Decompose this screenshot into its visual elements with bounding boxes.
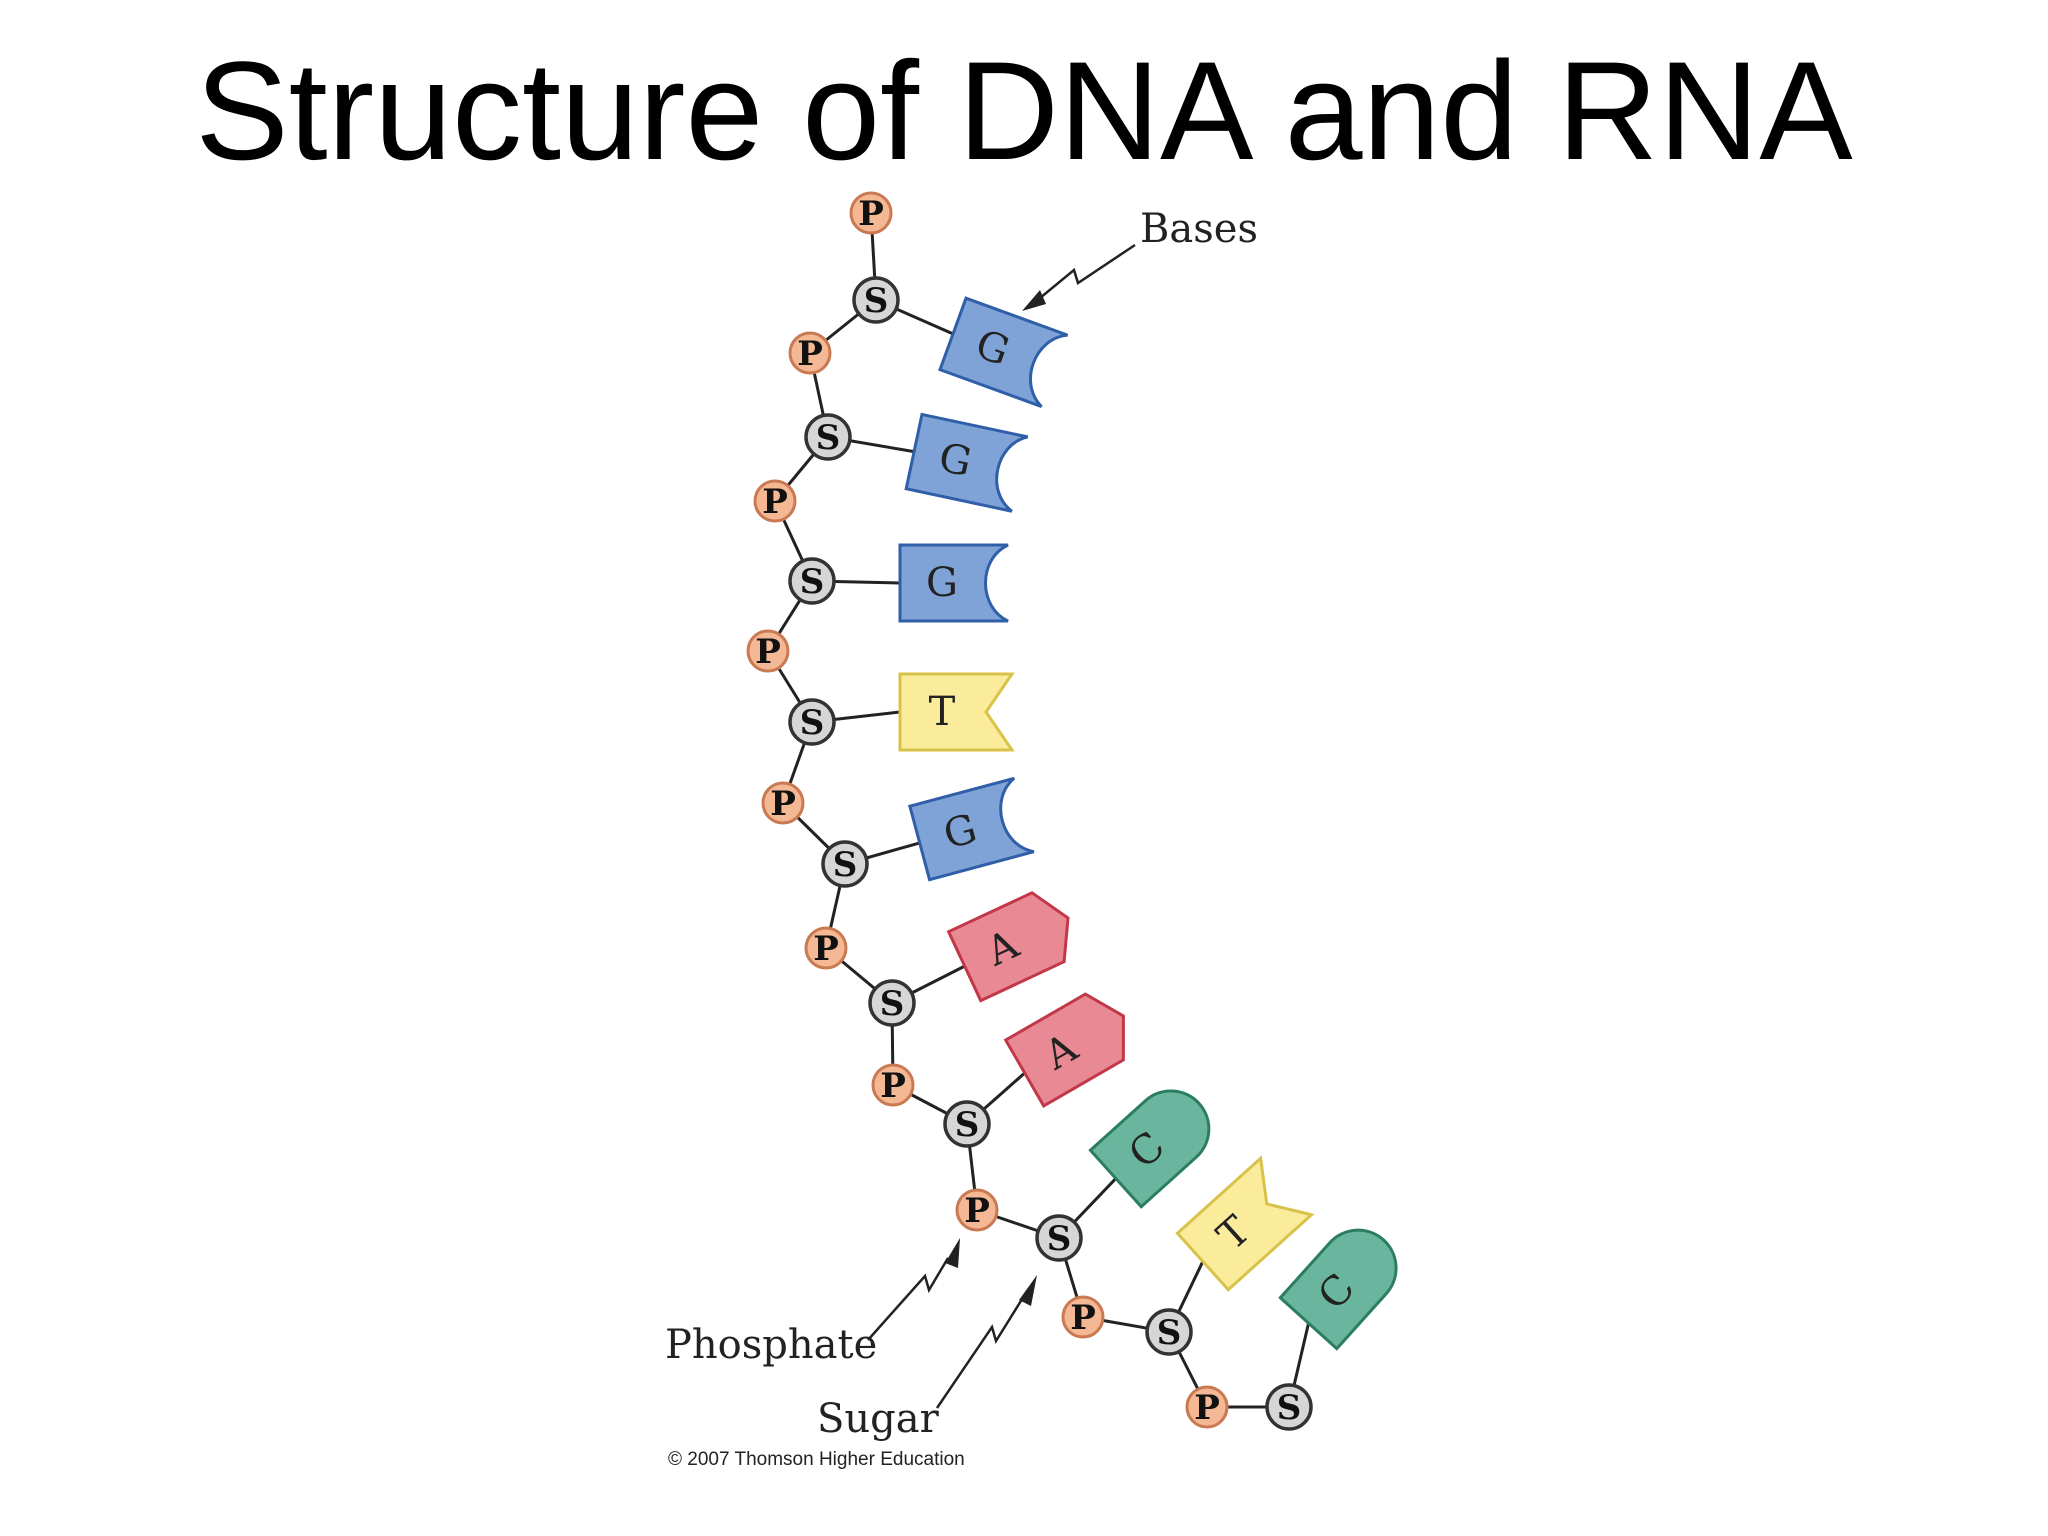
phosphate-node: P — [788, 331, 832, 375]
sugar-node: S — [1265, 1383, 1313, 1431]
phosphate-node: P — [1061, 1295, 1105, 1339]
node-letter: S — [833, 845, 858, 885]
node-letter: P — [964, 1191, 990, 1231]
node-circle — [788, 698, 836, 746]
node-circle — [852, 276, 900, 324]
node-letter: P — [1194, 1388, 1220, 1428]
sugar-node: S — [788, 557, 836, 605]
node-letter: P — [1070, 1298, 1096, 1338]
node-circle — [1035, 1214, 1083, 1262]
node-letter: P — [797, 334, 823, 374]
sugar-node: S — [868, 979, 916, 1027]
sugar-node: S — [821, 840, 869, 888]
node-circle — [868, 979, 916, 1027]
base-g: G — [904, 412, 1029, 513]
phosphate-node: P — [955, 1188, 999, 1232]
base-shape — [898, 543, 1009, 623]
node-circle — [1145, 1308, 1193, 1356]
sugar-node: S — [943, 1100, 991, 1148]
node-letter: P — [770, 784, 796, 824]
node-letter: P — [762, 482, 788, 522]
base-shape — [898, 672, 1015, 752]
node-letter: S — [864, 281, 889, 321]
base-letter: G — [926, 560, 958, 606]
node-letter: P — [858, 194, 884, 234]
sugar-node: S — [1145, 1308, 1193, 1356]
page-title: Structure of DNA and RNA — [195, 32, 1853, 189]
node-circle — [761, 781, 805, 825]
node-letter: S — [800, 703, 825, 743]
phosphate-node: P — [849, 191, 893, 235]
sugar-node: S — [788, 698, 836, 746]
base-shape — [1278, 1228, 1398, 1351]
base-a: A — [946, 891, 1070, 1003]
node-circle — [943, 1100, 991, 1148]
node-circle — [1061, 1295, 1105, 1339]
node-letter: S — [1157, 1313, 1182, 1353]
base-shape — [1175, 1155, 1315, 1292]
node-circle — [804, 413, 852, 461]
base-c: C — [1278, 1228, 1398, 1351]
node-circle — [849, 191, 893, 235]
base-shape — [938, 296, 1069, 408]
node-letter: P — [880, 1066, 906, 1106]
bases-arrow — [1022, 243, 1136, 311]
node-letter: S — [1277, 1388, 1302, 1428]
sugar-node: S — [852, 276, 900, 324]
node-circle — [788, 331, 832, 375]
node-circle — [821, 840, 869, 888]
phosphate-node: P — [1185, 1385, 1229, 1429]
node-letter: P — [813, 929, 839, 969]
phosphate-label: Phosphate — [665, 1322, 877, 1368]
node-circle — [871, 1063, 915, 1107]
base-letter: T — [929, 689, 956, 735]
node-letter: P — [755, 632, 781, 672]
phosphate-node: P — [761, 781, 805, 825]
base-g: G — [938, 296, 1069, 408]
base-t: T — [1175, 1155, 1315, 1292]
bases-label: Bases — [1140, 206, 1258, 252]
phosphate-node: P — [753, 479, 797, 523]
node-letter: S — [800, 562, 825, 602]
node-letter: S — [1047, 1219, 1072, 1259]
base-c: C — [1088, 1089, 1211, 1209]
sugar-arrow — [935, 1275, 1037, 1409]
base-a: A — [1003, 992, 1125, 1108]
base-shape — [1003, 992, 1125, 1108]
base-t: T — [898, 672, 1015, 752]
base-shape — [904, 412, 1029, 513]
base-g: G — [908, 776, 1035, 882]
node-circle — [1185, 1385, 1229, 1429]
phosphate-node: P — [746, 629, 790, 673]
base-g: G — [898, 543, 1009, 623]
phosphate-node: P — [804, 926, 848, 970]
sugar-node: S — [804, 413, 852, 461]
node-letter: S — [955, 1105, 980, 1145]
phosphate-node: P — [871, 1063, 915, 1107]
node-circle — [955, 1188, 999, 1232]
base-shape — [908, 776, 1035, 882]
node-circle — [746, 629, 790, 673]
node-circle — [804, 926, 848, 970]
base-shape — [1088, 1089, 1211, 1209]
node-circle — [1265, 1383, 1313, 1431]
sugar-node: S — [1035, 1214, 1083, 1262]
phosphate-arrow — [867, 1238, 960, 1341]
base-shape — [946, 891, 1070, 1003]
node-circle — [753, 479, 797, 523]
sugar-label: Sugar — [817, 1396, 940, 1442]
copyright-text: © 2007 Thomson Higher Education — [668, 1449, 965, 1470]
node-letter: S — [816, 418, 841, 458]
node-circle — [788, 557, 836, 605]
node-letter: S — [880, 984, 905, 1024]
